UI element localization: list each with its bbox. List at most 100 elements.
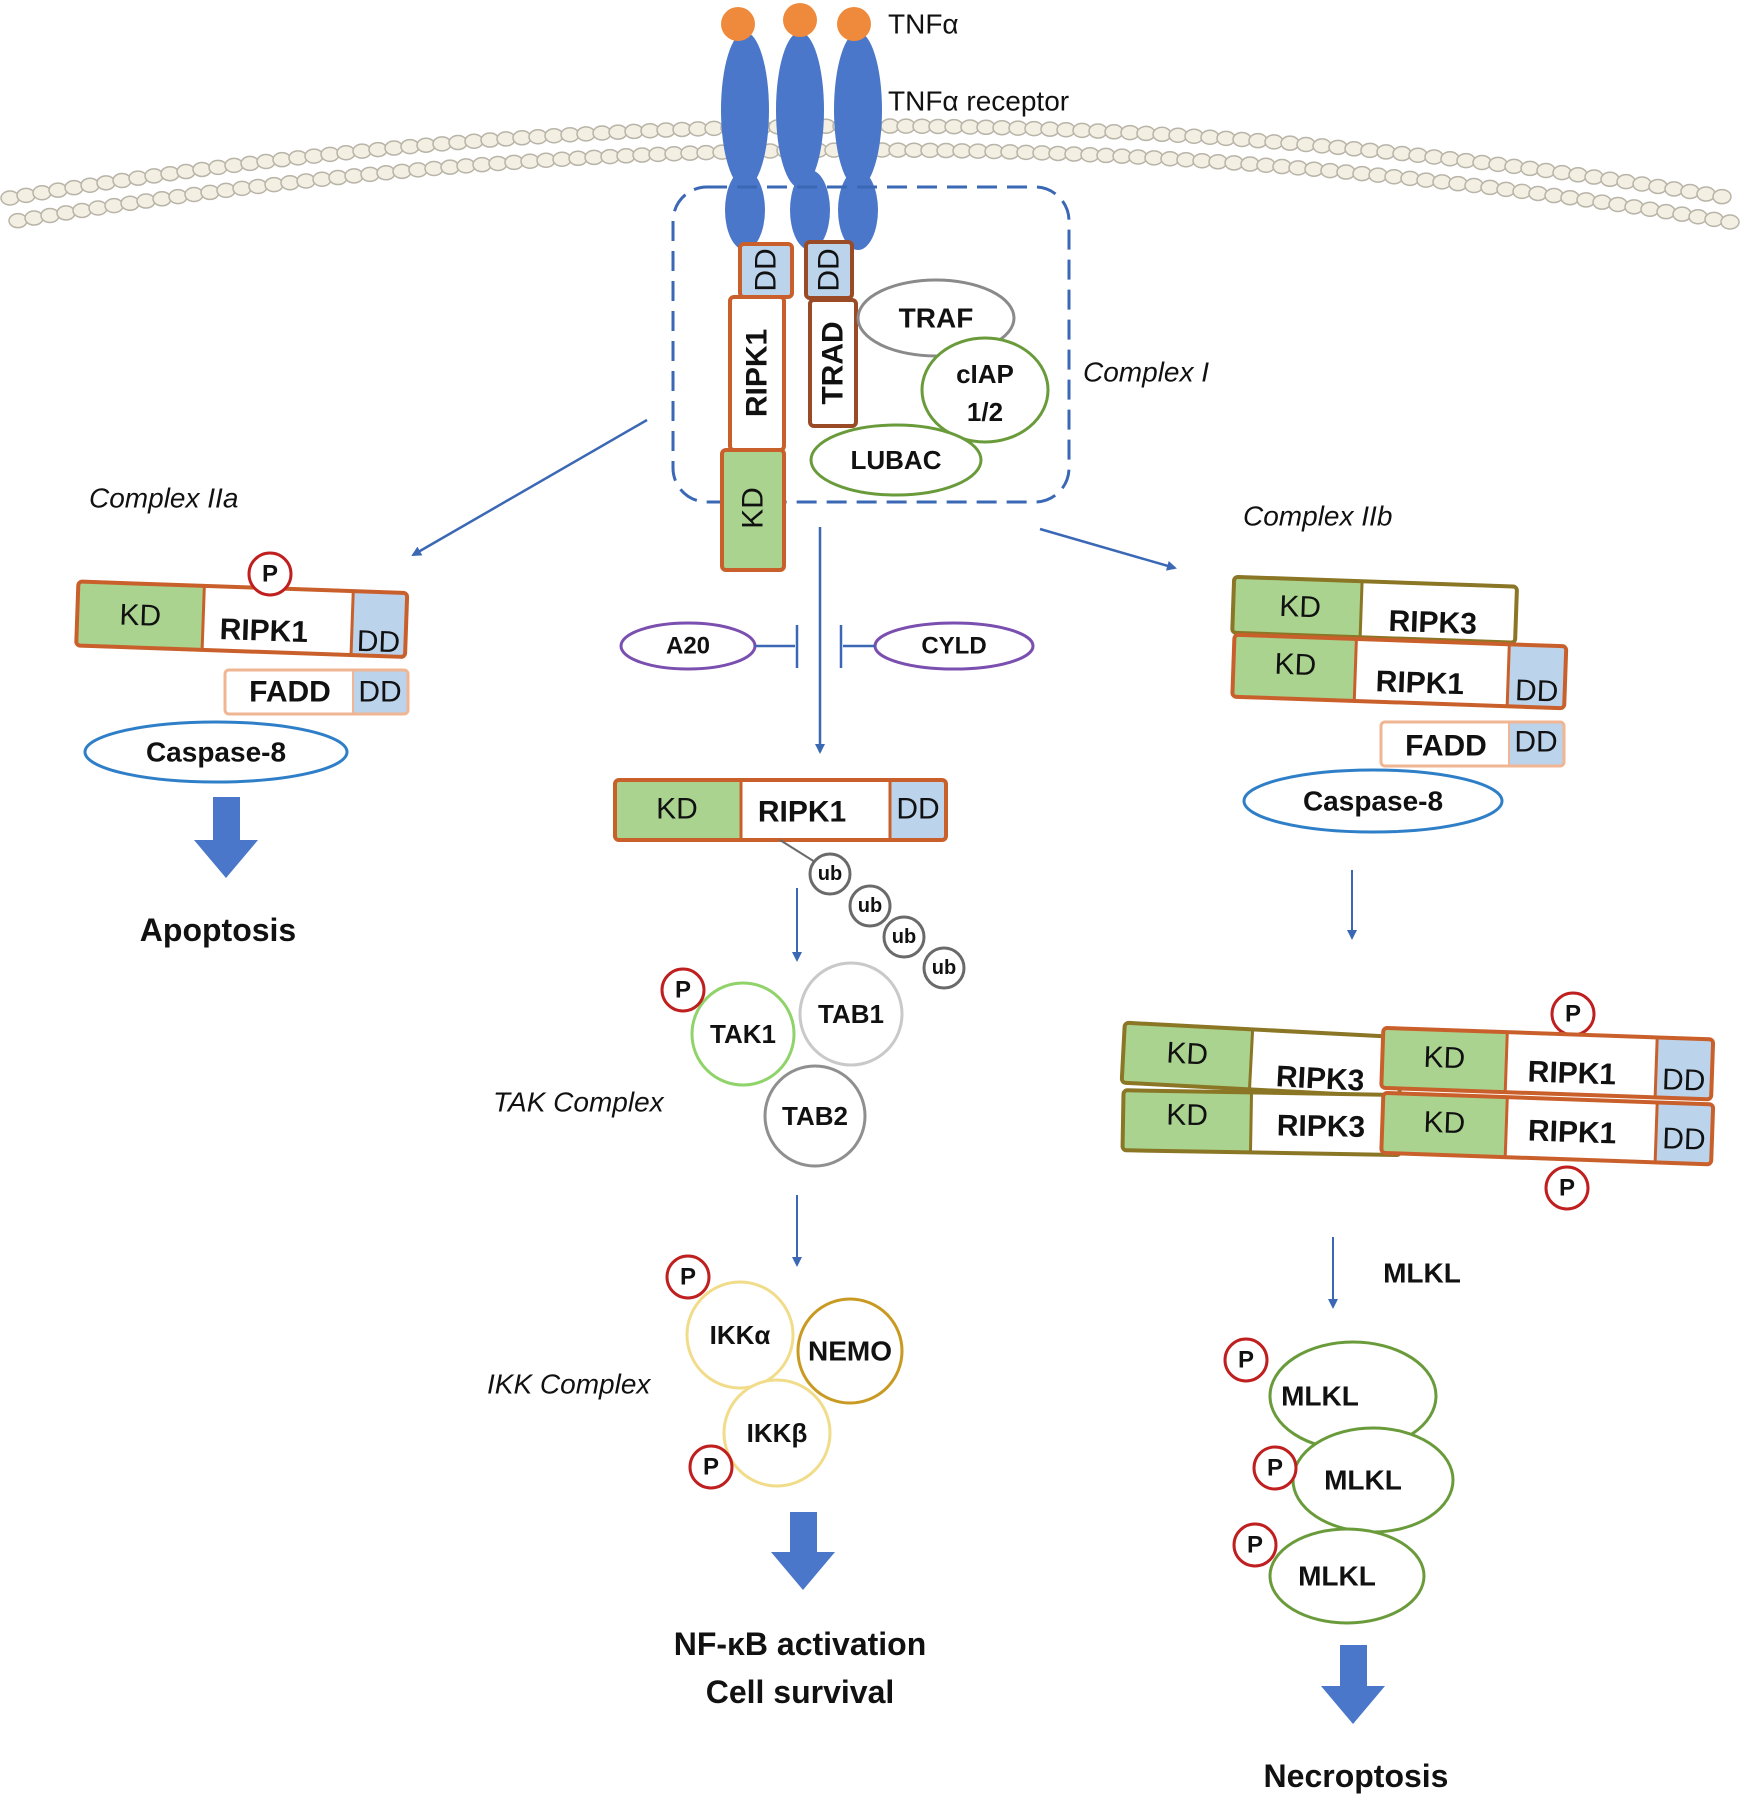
ub-3-label: ub [892,926,916,948]
lipid-head-inner [312,171,332,187]
lipid-head-inner [1480,179,1500,196]
necrosome-row1-dd: DD [1661,1063,1705,1097]
lipid-head-inner [1560,189,1580,206]
lipid-head-inner [1144,150,1164,166]
lipid-head-inner [488,155,508,172]
lipid-head-outer [528,128,548,145]
lipid-head-inner [200,184,220,201]
traf-label: TRAF [899,303,974,334]
tak1-circle [690,981,796,1087]
lipid-head-inner [1400,170,1420,187]
mlkl-2-label: MLKL [1324,1465,1402,1496]
arrow-to-complex-iia [411,418,648,557]
tab2-circle [763,1064,867,1168]
lipid-head-inner [440,159,460,175]
lipid-head-outer [224,157,244,174]
ikkb-phospho-label: P [703,1454,719,1481]
lipid-head-inner [248,178,268,195]
lipid-head-outer [1328,139,1348,156]
lipid-head-inner [1704,211,1724,228]
center-ripk1: KD RIPK1 DD [613,778,948,842]
lipid-head-inner [1256,157,1276,174]
lubac-label: LUBAC [851,445,942,475]
lipid-head-inner [1128,149,1148,165]
lipid-head-outer [208,159,228,176]
lipid-head-inner [1336,164,1356,180]
necrosome-row2-ripk1: KD RIPK1 DD [1379,1090,1716,1167]
complex-i-ripk1-kd [720,448,786,572]
lipid-head-outer [384,140,404,156]
lipid-head-outer [16,187,36,204]
apoptosis-block-arrow [194,797,258,878]
lipid-head-inner [1448,175,1468,192]
complex-i-trad-body [808,298,858,428]
lipid-head-outer [128,170,148,186]
complex-iia-fadd-label: FADD [249,676,331,709]
tak1-phospho [660,967,706,1013]
mlkl-3 [1268,1527,1426,1625]
necrosome-row1-ripk3: KD RIPK3 [1119,1020,1405,1099]
lipid-head-outer [416,137,436,153]
ub-1-label: ub [818,863,842,885]
lipid-head-outer [96,175,116,191]
lipid-head-outer [400,138,420,155]
lipid-head-inner [1624,199,1644,215]
lipid-head-outer [160,165,180,182]
mlkl-1-phospho-label: P [1238,1347,1254,1374]
tnf-receptor-1 [721,32,769,250]
lipid-head-outer [176,163,196,180]
necrosome-row2-kd-a: KD [1166,1098,1208,1132]
ub-2 [848,884,892,928]
lipid-head-outer [1280,135,1300,151]
necrosome-row2-ripk3: KD RIPK3 [1120,1088,1404,1157]
lipid-head-outer [1136,125,1156,142]
tnf-ligand-3 [837,7,871,41]
complex-iia-phospho [247,551,293,597]
complex-iia-ripk1-dd [351,591,408,657]
lipid-head-inner [1192,152,1212,169]
center-ripk1-label: RIPK1 [758,796,846,829]
lipid-head-inner [1304,161,1324,177]
apoptosis-label: Apoptosis [140,912,296,948]
lipid-head-outer [1376,144,1396,160]
tnf-ligand-label: TNFα [888,9,959,40]
complex-iia-kd-label: KD [119,598,162,632]
tab1-label: TAB1 [818,999,884,1029]
mlkl-arrow-label: MLKL [1383,1258,1461,1289]
mlkl-1-phospho [1223,1337,1269,1383]
ub-1 [808,852,852,896]
lipid-head-outer [1344,141,1364,157]
lipid-head-inner [552,151,572,167]
lipid-head-inner [1528,185,1548,202]
lipid-head-outer [1664,181,1684,197]
lipid-head-outer [192,161,212,178]
lipid-head-inner [1544,187,1564,204]
complex-iia-fadd: FADD DD [223,668,410,716]
lipid-head-outer [1520,160,1540,177]
complex-iib-label: Complex IIb [1243,501,1392,532]
ciap-oval [920,336,1050,444]
lipid-head-outer [1616,173,1636,190]
complex-i-ripk1-label: RIPK1 [741,329,774,417]
complex-i-trad-dd-label: DD [813,248,846,291]
lubac-oval [809,423,983,497]
lipid-head-inner [360,166,380,183]
lipid-head-inner [72,202,92,219]
lipid-head-inner [168,188,188,205]
necroptosis-label: Necroptosis [1264,1758,1449,1794]
tnf-receptor-3 [834,32,882,250]
lipid-head-inner [1656,203,1676,220]
lipid-head-inner [1288,160,1308,176]
lipid-head-inner [424,160,444,177]
lipid-head-inner [392,163,412,180]
lipid-head-inner [152,191,172,207]
complex-iib-ripk1-label: RIPK1 [1375,665,1464,701]
lipid-head-inner [120,195,140,212]
cyld-label: CYLD [921,633,986,660]
complex-i-ripk1-kd-label: KD [737,487,770,529]
lipid-head-outer [544,127,564,144]
lipid-head-outer [368,141,388,158]
lipid-head-outer [1424,149,1444,165]
lipid-head-inner [184,186,204,203]
lipid-head-inner [40,207,60,224]
